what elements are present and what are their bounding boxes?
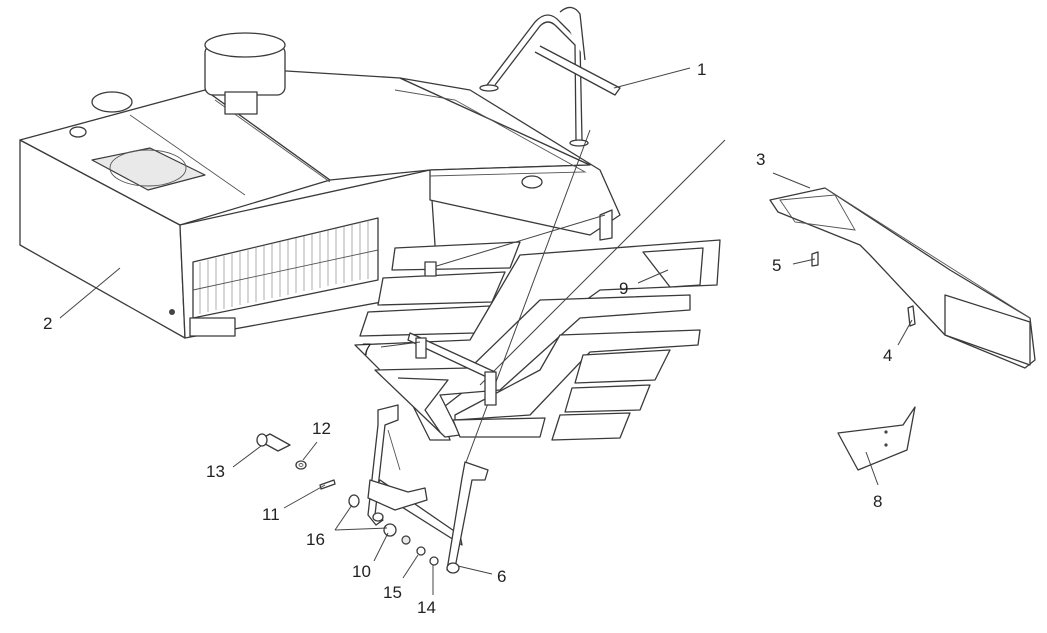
handle-bar-part-1 — [479, 6, 621, 147]
roof-panel-part-3 — [769, 187, 1036, 369]
callout-15: 15 — [383, 583, 402, 602]
callout-6: 6 — [497, 567, 506, 586]
bracket-plate-part-8 — [837, 406, 916, 471]
hardware-parts — [256, 433, 439, 566]
callout-2: 2 — [43, 314, 52, 333]
callout-5: 5 — [772, 256, 781, 275]
leader-lines — [59, 67, 913, 595]
callout-9: 9 — [619, 279, 628, 298]
side-panels — [354, 129, 726, 466]
support-frame-part-6 — [367, 404, 489, 574]
callout-labels: 1 2 3 4 5 6 7 8 9 10 11 12 13 14 15 16 — [43, 60, 892, 617]
callout-4: 4 — [883, 346, 892, 365]
callout-1: 1 — [697, 60, 706, 79]
engine-cover-part-2 — [19, 32, 621, 339]
callout-8: 8 — [873, 492, 882, 511]
callout-11: 11 — [262, 505, 280, 524]
callout-10: 10 — [352, 562, 371, 581]
callout-16: 16 — [306, 530, 325, 549]
callout-13: 13 — [206, 462, 225, 481]
callout-12: 12 — [312, 419, 331, 438]
callout-7: 7 — [362, 340, 371, 359]
callout-3: 3 — [756, 150, 765, 169]
callout-14: 14 — [417, 598, 436, 617]
